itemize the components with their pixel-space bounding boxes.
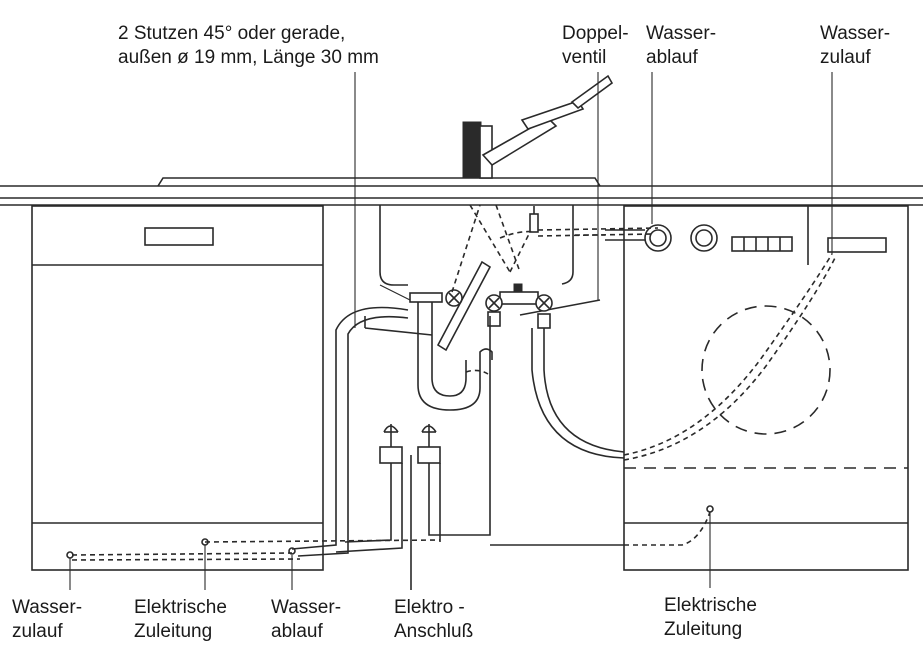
dishwasher-handle <box>144 227 214 246</box>
dishwasher-hoses <box>71 306 441 561</box>
socket-icon <box>335 316 491 590</box>
double-valve <box>485 283 553 329</box>
wm-display <box>827 237 887 253</box>
dishwasher <box>31 205 324 571</box>
wm-knob-1 <box>644 224 672 252</box>
label-elektro-anschluss: Elektro - Anschluß <box>394 597 474 642</box>
washing-machine <box>623 205 909 571</box>
label-wasserablauf-bottom: Wasser- ablauf <box>271 597 342 642</box>
label-wasserzulauf-bottom: Wasser- zulauf <box>12 597 83 642</box>
stutzen-pipe <box>436 204 521 352</box>
label-elektrische-zuleitung-left: Elektrische Zuleitung <box>134 597 227 642</box>
leader-lines <box>69 72 833 590</box>
wm-buttons <box>731 236 793 252</box>
label-wasserzulauf-top: Wasser- zulauf <box>820 23 891 68</box>
wm-knob-2 <box>690 224 718 252</box>
countertop <box>0 177 923 206</box>
siphon <box>409 289 493 411</box>
wm-drum <box>701 305 831 435</box>
label-elektrische-zuleitung-right: Elektrische Zuleitung <box>664 595 757 640</box>
hidden-connector <box>529 206 539 233</box>
wm-socket <box>706 505 714 513</box>
washing-machine-hoses <box>490 227 837 546</box>
faucet-icon <box>462 74 614 179</box>
label-stutzen: 2 Stutzen 45° oder gerade, außen ø 19 mm… <box>118 23 379 68</box>
label-wasserablauf-top: Wasser- ablauf <box>646 23 717 68</box>
label-doppelventil: Doppel- ventil <box>562 23 629 68</box>
sink-basin <box>364 205 601 336</box>
